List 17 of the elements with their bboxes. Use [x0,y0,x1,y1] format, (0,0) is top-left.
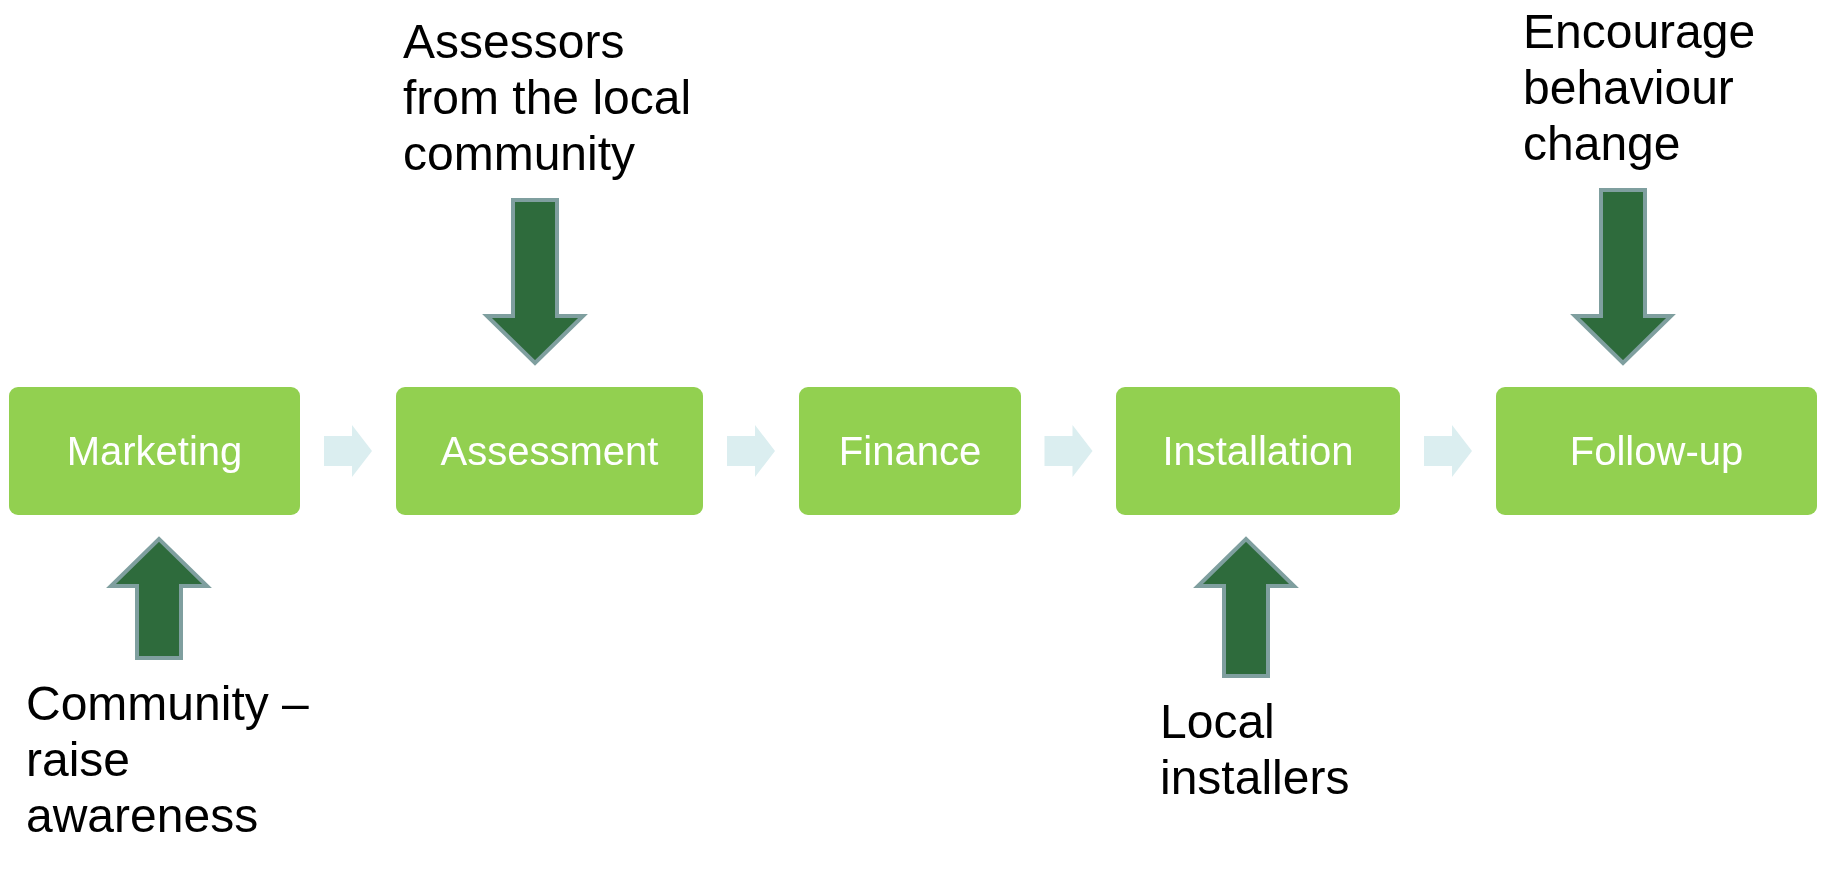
block-arrow [1570,188,1676,366]
arrow [1424,425,1472,477]
process-box: Marketing [9,387,300,515]
annotation-text: Encourage behaviour change [1523,4,1813,172]
process-box: Installation [1116,387,1400,515]
annotation-text: Community – raise awareness [26,676,326,844]
block-arrow [1193,536,1299,678]
annotation-text: Assessors from the local community [403,14,713,182]
arrow [1044,425,1093,477]
process-box: Follow-up [1496,387,1817,515]
process-box: Assessment [396,387,703,515]
block-arrow [482,198,588,366]
arrow [324,425,372,477]
annotation-text: Local installers [1160,694,1420,806]
arrow [727,425,775,477]
block-arrow [106,536,212,660]
process-box: Finance [799,387,1021,515]
